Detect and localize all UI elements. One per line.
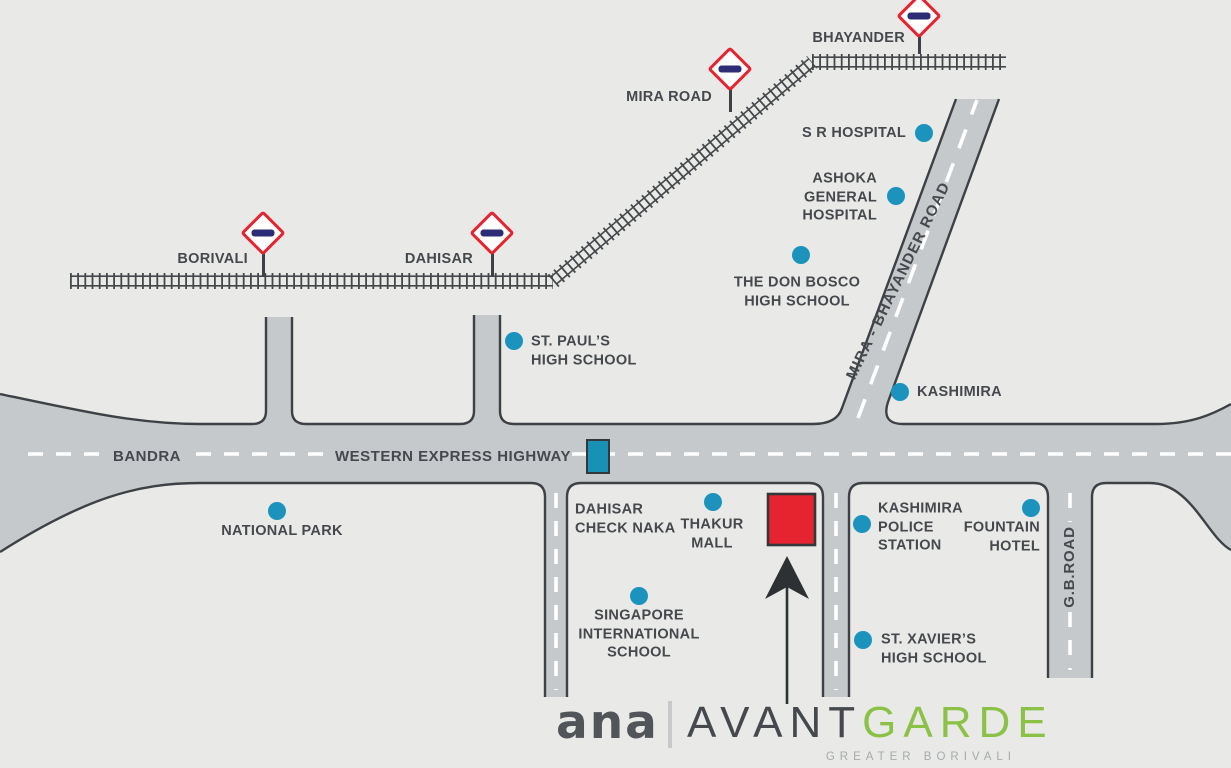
label-line: SCHOOL xyxy=(607,644,671,661)
label-line: HIGH SCHOOL xyxy=(881,650,987,666)
western-express-highway-label: WESTERN EXPRESS HIGHWAY xyxy=(335,447,571,465)
mira-bhayander-road xyxy=(813,99,999,426)
station-label: BHAYANDER xyxy=(812,29,905,46)
road-centerlines xyxy=(28,99,1231,690)
station-label: MIRA ROAD xyxy=(626,88,712,105)
the-don-bosco-high-school-label: THE DON BOSCO HIGH SCHOOL xyxy=(734,274,860,311)
st-pauls-high-school-label: ST. PAUL’S HIGH SCHOOL xyxy=(531,333,637,370)
label-line: KASHIMIRA xyxy=(917,383,1002,400)
label-line: ST. XAVIER’S xyxy=(881,631,977,648)
gb-road-label: G.B.ROAD xyxy=(1060,526,1078,608)
kashimira-dot-icon xyxy=(891,383,909,401)
vertical-road-st-pauls xyxy=(460,315,514,426)
thakur-mall-label: THAKUR MALL xyxy=(680,516,743,553)
singapore-international-school-dot-icon xyxy=(630,587,648,605)
gb-road xyxy=(1034,481,1106,678)
label-line: ST. PAUL’S xyxy=(531,333,611,350)
railway-line xyxy=(70,54,1006,289)
label-line: KASHIMIRA xyxy=(878,500,963,517)
the-don-bosco-high-school-dot-icon xyxy=(792,246,810,264)
s-r-hospital-dot-icon xyxy=(915,124,933,142)
label-line: INTERNATIONAL xyxy=(578,625,700,642)
st-pauls-high-school-dot-icon xyxy=(505,332,523,350)
s-r-hospital-label: S R HOSPITAL xyxy=(802,124,906,143)
logo-separator xyxy=(668,701,672,748)
label-line: THAKUR xyxy=(680,516,744,533)
ana-brand-logo: ana xyxy=(556,695,659,750)
label-line: HOTEL xyxy=(989,538,1040,554)
logo-garde-text: GARDE xyxy=(862,698,1054,747)
station-sign-pole xyxy=(261,253,265,277)
label-line: HIGH SCHOOL xyxy=(531,352,637,368)
fountain-hotel-dot-icon xyxy=(1022,499,1040,517)
station-sign-pole xyxy=(917,36,921,54)
national-park-label: NATIONAL PARK xyxy=(221,522,343,541)
logo-tagline: GREATER BORIVALI xyxy=(825,751,1016,763)
label-line: SINGAPORE xyxy=(594,607,684,624)
ashoka-general-hospital-dot-icon xyxy=(887,187,905,205)
station-label: BORIVALI xyxy=(177,250,248,267)
label-line: MALL xyxy=(691,535,733,551)
station-sign-pole xyxy=(490,253,494,277)
st-xaviers-high-school-label: ST. XAVIER’S HIGH SCHOOL xyxy=(881,631,987,668)
project-logo: AVANTGARDE xyxy=(687,700,1054,746)
station-sign-bar-icon xyxy=(251,229,275,237)
st-xaviers-high-school-dot-icon xyxy=(854,631,872,649)
station-sign-bar-icon xyxy=(907,12,931,20)
station-sign-bar-icon xyxy=(718,65,742,73)
toll-naka-marker xyxy=(586,439,610,474)
station-sign-pole xyxy=(728,89,732,112)
label-line: NATIONAL PARK xyxy=(221,522,343,539)
label-line: HOSPITAL xyxy=(802,207,877,224)
label-line: ASHOKA xyxy=(812,170,877,187)
label-line: S R HOSPITAL xyxy=(801,124,906,141)
label-line: POLICE xyxy=(878,518,934,535)
site-pointer-arrow-icon xyxy=(765,556,809,704)
label-line: STATION xyxy=(878,537,942,554)
label-line: GENERAL xyxy=(804,188,877,205)
bandra-direction-label: BANDRA xyxy=(113,447,181,465)
dahisar-check-naka-label: DAHISAR CHECK NAKA xyxy=(575,501,675,538)
label-line: HIGH SCHOOL xyxy=(744,293,850,309)
label-line: FOUNTAIN xyxy=(963,519,1040,536)
national-park-dot-icon xyxy=(268,502,286,520)
label-line: DAHISAR xyxy=(575,501,644,518)
thakur-mall-dot-icon xyxy=(704,493,722,511)
project-site-marker xyxy=(766,492,817,547)
fountain-hotel-label: FOUNTAIN HOTEL xyxy=(964,519,1040,556)
station-sign-bar-icon xyxy=(480,229,504,237)
label-line: THE DON BOSCO xyxy=(733,274,861,291)
western-express-highway-road xyxy=(0,394,1231,552)
station-label: DAHISAR xyxy=(404,250,473,267)
logo-avant-text: AVANT xyxy=(687,698,863,747)
kashimira-label: KASHIMIRA xyxy=(917,383,1002,402)
kashimira-police-station-dot-icon xyxy=(853,515,871,533)
label-line: CHECK NAKA xyxy=(575,520,676,536)
vertical-road-west xyxy=(252,317,306,426)
road-edges xyxy=(0,98,1231,697)
